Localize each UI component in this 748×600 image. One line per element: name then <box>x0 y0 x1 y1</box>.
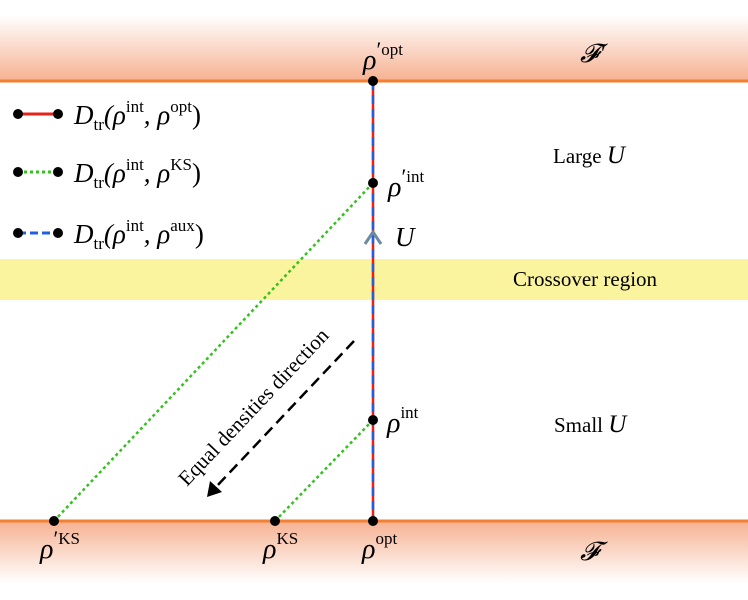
label-rho-ks: ρKS <box>262 529 298 565</box>
legend-item-opt: Dtr(ρint, ρopt) <box>13 97 201 134</box>
dot-rho-prime-int[interactable] <box>368 178 378 188</box>
legend-dot-left <box>13 167 23 177</box>
bottom-band <box>0 521 748 583</box>
label-rho-int: ρint <box>386 403 419 439</box>
top-band <box>0 15 748 81</box>
legend-dot-right <box>53 167 63 177</box>
label-rho-opt: ρopt <box>361 529 397 565</box>
dot-rho-int[interactable] <box>368 415 378 425</box>
dot-rho-prime-ks[interactable] <box>49 516 59 526</box>
manifold-label-top: 𝓕′ <box>580 39 608 68</box>
u-arrow-icon <box>363 230 383 245</box>
legend-label-opt: Dtr(ρint, ρopt) <box>73 97 201 134</box>
equal-densities-arrowhead-icon <box>207 481 222 497</box>
dot-rho-opt[interactable] <box>368 516 378 526</box>
region-large-u: Large U <box>553 142 627 169</box>
equal-densities-label: Equal densities direction <box>173 323 334 490</box>
legend-item-aux: Dtr(ρint, ρaux) <box>13 216 204 253</box>
legend-dot-left <box>13 109 23 119</box>
legend-item-ks: Dtr(ρint, ρKS) <box>13 155 201 192</box>
legend-dot-right <box>53 109 63 119</box>
axis-u-label: U <box>395 222 416 252</box>
legend-dot-right <box>53 228 63 238</box>
region-crossover: Crossover region <box>513 267 658 291</box>
label-rho-prime-opt: ρ′opt <box>362 37 403 76</box>
legend-label-ks: Dtr(ρint, ρKS) <box>73 155 201 192</box>
green-connector-small <box>274 419 374 522</box>
legend-dot-left <box>13 228 23 238</box>
legend-label-aux: Dtr(ρint, ρaux) <box>73 216 204 253</box>
dot-rho-prime-opt[interactable] <box>368 76 378 86</box>
legend: Dtr(ρint, ρopt) Dtr(ρint, ρKS) Dtr(ρint,… <box>13 97 204 253</box>
label-rho-prime-ks: ρ′KS <box>39 526 80 565</box>
region-small-u: Small U <box>554 411 628 438</box>
dot-rho-ks[interactable] <box>270 516 280 526</box>
label-rho-prime-int: ρ′int <box>387 164 424 203</box>
